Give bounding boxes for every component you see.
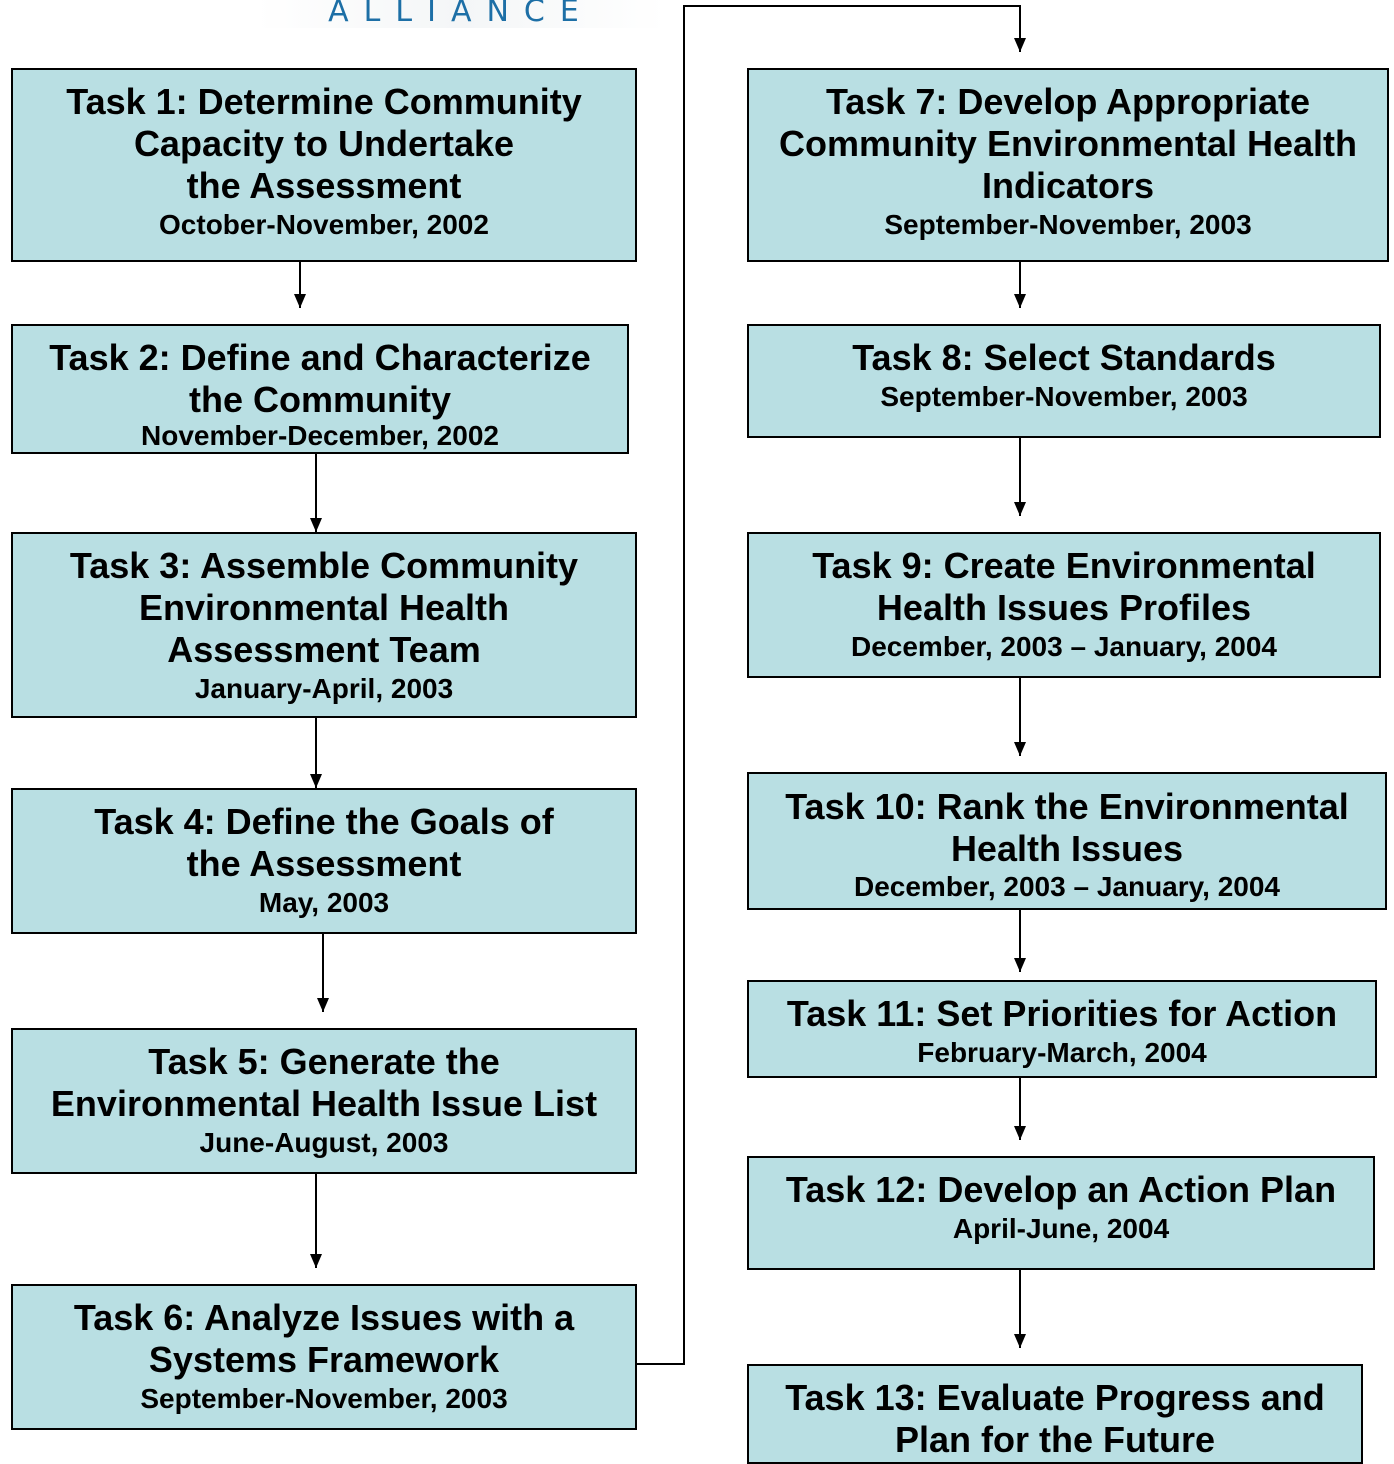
task-1-title: Task 1: Determine Community Capacity to … — [66, 81, 582, 206]
task-3-date: January-April, 2003 — [194, 673, 454, 704]
task-10-box: Task 10: Rank the Environmental Health I… — [747, 772, 1387, 910]
task-6-title: Task 6: Analyze Issues with a Systems Fr… — [73, 1297, 575, 1380]
arrow-task6-to-task7 — [637, 5, 1026, 1365]
task-4-title: Task 4: Define the Goals of the Assessme… — [94, 801, 554, 884]
task-2-title: Task 2: Define and Characterize the Comm… — [49, 337, 591, 420]
task-7-title: Task 7: Develop Appropriate Community En… — [778, 81, 1358, 206]
task-8-title: Task 8: Select Standards — [852, 337, 1276, 378]
task-7-date: September-November, 2003 — [884, 209, 1252, 240]
task-1-box: Task 1: Determine Community Capacity to … — [11, 68, 637, 262]
task-2-box: Task 2: Define and Characterize the Comm… — [11, 324, 629, 454]
task-12-box: Task 12: Develop an Action Plan April-Ju… — [747, 1156, 1375, 1270]
task-12-title: Task 12: Develop an Action Plan — [785, 1169, 1337, 1210]
task-12-date: April-June, 2004 — [952, 1213, 1170, 1244]
task-4-box: Task 4: Define the Goals of the Assessme… — [11, 788, 637, 934]
task-10-date: December, 2003 – January, 2004 — [853, 871, 1280, 902]
task-11-title: Task 11: Set Priorities for Action — [786, 993, 1338, 1034]
task-11-date: February-March, 2004 — [917, 1037, 1207, 1068]
task-3-title: Task 3: Assemble Community Environmental… — [69, 545, 579, 670]
task-9-box: Task 9: Create Environmental Health Issu… — [747, 532, 1381, 678]
task-10-title: Task 10: Rank the Environmental Health I… — [785, 786, 1349, 869]
task-1-date: October-November, 2002 — [159, 209, 489, 240]
alliance-logo: ALLIANCE — [256, 0, 666, 29]
task-7-box: Task 7: Develop Appropriate Community En… — [747, 68, 1389, 262]
task-2-date: November-December, 2002 — [141, 420, 499, 451]
task-4-date: May, 2003 — [258, 887, 390, 918]
task-13-box: Task 13: Evaluate Progress and Plan for … — [747, 1364, 1363, 1464]
task-5-box: Task 5: Generate the Environmental Healt… — [11, 1028, 637, 1174]
task-9-date: December, 2003 – January, 2004 — [850, 631, 1277, 662]
task-8-date: September-November, 2003 — [880, 381, 1248, 412]
task-6-date: September-November, 2003 — [140, 1383, 508, 1414]
task-6-box: Task 6: Analyze Issues with a Systems Fr… — [11, 1284, 637, 1430]
task-13-title: Task 13: Evaluate Progress and Plan for … — [785, 1377, 1325, 1460]
task-5-title: Task 5: Generate the Environmental Healt… — [50, 1041, 598, 1124]
task-8-box: Task 8: Select Standards September-Novem… — [747, 324, 1381, 438]
task-11-box: Task 11: Set Priorities for Action Febru… — [747, 980, 1377, 1078]
task-5-date: June-August, 2003 — [199, 1127, 449, 1158]
logo-text: ALLIANCE — [328, 0, 594, 29]
task-9-title: Task 9: Create Environmental Health Issu… — [812, 545, 1316, 628]
task-3-box: Task 3: Assemble Community Environmental… — [11, 532, 637, 718]
